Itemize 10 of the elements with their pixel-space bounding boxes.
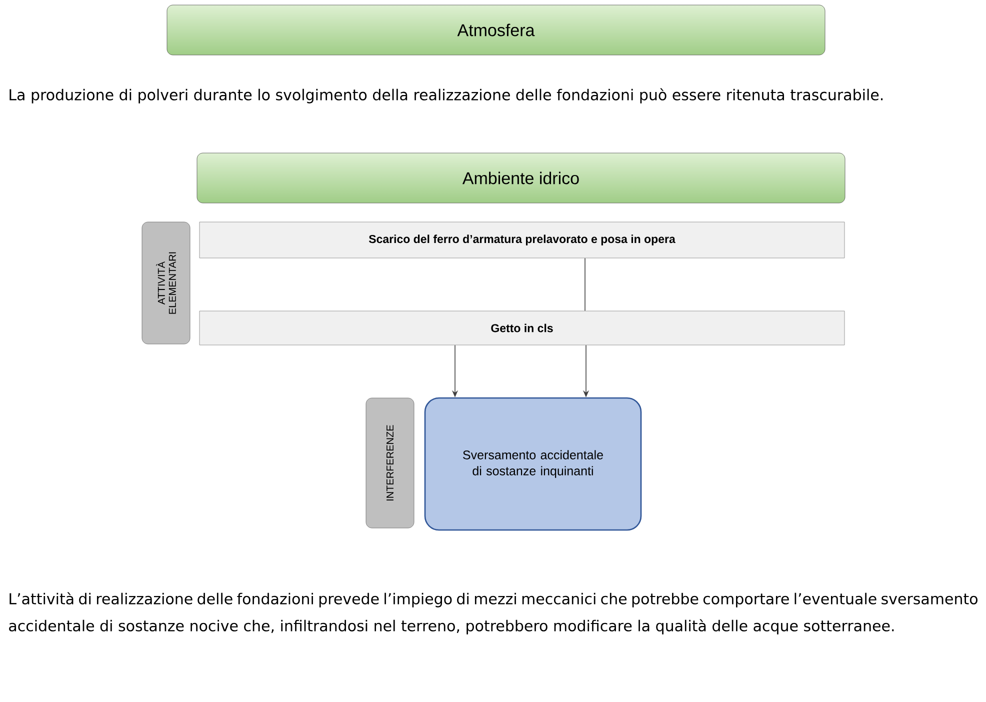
connector-line: [584, 258, 586, 312]
activity-box: Getto in cls: [199, 310, 845, 346]
heading-box: Ambiente idrico: [196, 152, 846, 204]
paragraph: La produzione di polveri durante lo svolgimento della realizzazione delle fondazioni può essere ritenuta trascurabile.: [10, 88, 883, 104]
side-label: ATTIVITÀ ELEMENTARI: [142, 222, 190, 344]
impact-box: Sversamento accidentale di sostanze inquinanti: [424, 397, 642, 531]
side-label: INTERFERENZE: [366, 398, 414, 528]
paragraph: L’attività di realizzazione delle fondazioni prevede l’impiego di mezzi meccanici che potrebbe comportare l’eventuale sversamento accidentale di sostanze nocive che, infiltrandosi nel terreno, potrebbero modificare la qualità delle acque sotterranee.: [9, 592, 978, 634]
activity-box: Scarico del ferro d’armatura prelavorato e posa in opera: [199, 222, 845, 258]
heading-box: Atmosfera: [166, 4, 826, 56]
